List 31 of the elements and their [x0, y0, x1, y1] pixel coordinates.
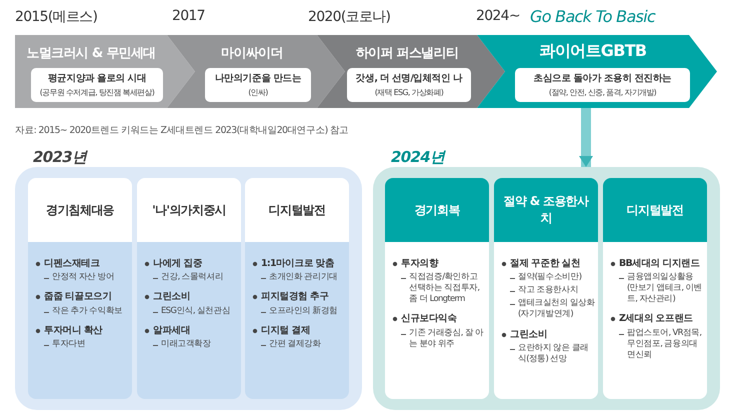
- subtitle-text: 초심으로 돌아가 조용히 전진하는: [532, 72, 673, 85]
- column-header: 절약 & 조용한사치: [494, 178, 598, 242]
- note-text: (절약, 안전, 신중, 품격, 자기개발): [548, 87, 658, 98]
- subtitle-text: 평균지양과 욜로의 시대: [46, 72, 148, 85]
- source-note: 자료: 2015~ 2020트렌드 키워드는 Z세대트렌드 2023(대학내일20대연구소) 참고: [15, 124, 349, 137]
- slogan-text: Go Back To Basic: [530, 7, 656, 26]
- year-label: 2015(메르스): [15, 8, 98, 26]
- banner-title: 하이퍼 퍼스낼리티: [354, 45, 460, 62]
- column-header: 디지털발전: [245, 178, 349, 242]
- banner-title: 콰이어트GBTB: [538, 41, 648, 62]
- note-text: (인싸): [247, 87, 269, 98]
- column-header: 디지털발전: [603, 178, 707, 242]
- column-header: 경기침체대응: [28, 178, 132, 242]
- banner-title: 마이싸이더: [220, 45, 284, 62]
- subtitle-text: 갓생, 더 선명/입체적인 나: [354, 72, 464, 85]
- column-header: '나'의가치중시: [137, 178, 241, 242]
- subtitle-box: [31, 68, 163, 102]
- down-arrow: [579, 108, 593, 167]
- note-text: (공무원 수저계급, 탕진잼 복세편살): [38, 87, 156, 98]
- note-text: (재택 ESG, 가상화폐): [374, 87, 444, 98]
- year-label: 2017: [172, 8, 205, 24]
- banner-title: 노멀크러시 & 무민세대: [26, 45, 156, 62]
- year-label: 2020(코로나): [308, 8, 390, 26]
- year-label: 2024~: [476, 8, 520, 24]
- subtitle-box: [205, 68, 311, 102]
- panel-heading: 2024년: [391, 148, 444, 167]
- column-header: 경기회복: [385, 178, 489, 242]
- subtitle-text: 나만의기준을 만드는: [214, 72, 302, 85]
- panel-heading: 2023년: [33, 148, 86, 167]
- subtitle-box: [515, 68, 690, 102]
- subtitle-box: [347, 68, 471, 102]
